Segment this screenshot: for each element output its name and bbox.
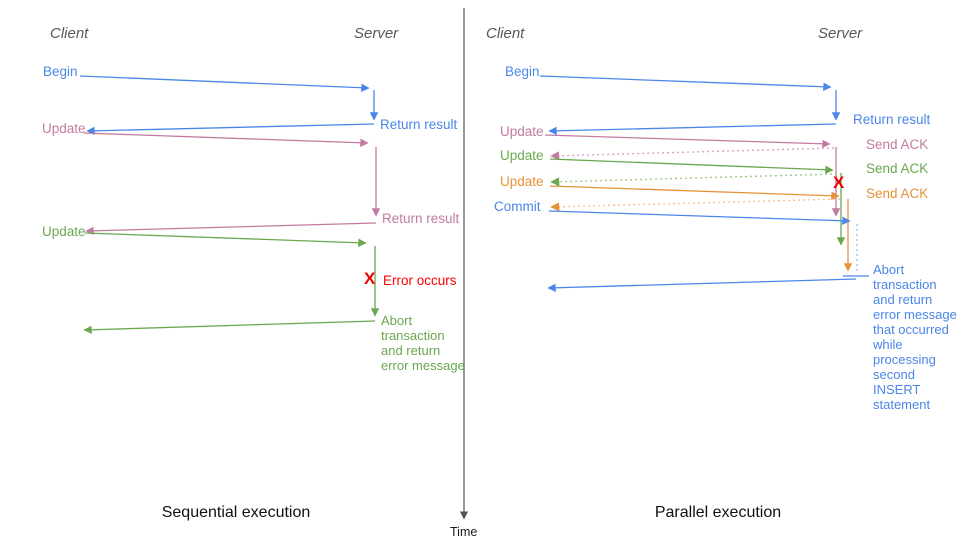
left-diagram-lines — [79, 75, 381, 335]
right-begin-request-line — [539, 75, 832, 91]
left-update-2-label: Update — [42, 224, 86, 239]
left-abort-message: Abort transaction and return error messa… — [381, 313, 465, 373]
right-commit-label: Commit — [494, 199, 541, 214]
right-send-ack-2-label: Send ACK — [866, 161, 929, 176]
right-server-header: Server — [818, 25, 863, 42]
left-update-1-label: Update — [42, 121, 86, 136]
right-return-result-line — [548, 123, 837, 136]
left-begin-label: Begin — [43, 64, 78, 79]
left-return-result-line-2 — [85, 222, 377, 236]
right-begin-label: Begin — [505, 64, 540, 79]
right-send-ack-1-label: Send ACK — [866, 137, 929, 152]
right-ack3-dashed-line — [550, 198, 841, 212]
right-return-result-label: Return result — [853, 112, 931, 127]
right-update2-request-line — [549, 158, 834, 174]
left-abort-return-line — [83, 320, 376, 335]
left-return-result-2-label: Return result — [382, 211, 460, 226]
time-axis-label: Time — [450, 525, 478, 539]
right-client-header: Client — [486, 25, 525, 42]
left-update2-request-line — [84, 232, 367, 247]
left-return-result-line-1 — [86, 123, 375, 136]
right-update1-request-line — [544, 134, 831, 149]
left-return-result-1-label: Return result — [380, 117, 458, 132]
right-abort-message: Abort transaction and return error messa… — [873, 262, 957, 412]
right-update-2-label: Update — [500, 148, 544, 163]
left-error-x-icon: X — [364, 269, 376, 288]
left-diagram-title: Sequential execution — [161, 504, 311, 521]
right-commit-request-line — [548, 210, 851, 225]
right-ack1-dashed-line — [550, 147, 835, 161]
right-update3-request-line — [549, 185, 840, 200]
right-update-3-label: Update — [500, 174, 544, 189]
left-error-occurs-label: Error occurs — [383, 273, 457, 288]
right-ack2-dashed-line — [550, 173, 838, 187]
left-update1-request-line — [83, 132, 369, 147]
left-client-header: Client — [50, 25, 89, 42]
left-server-header: Server — [354, 25, 399, 42]
right-error-x-icon: X — [833, 173, 845, 192]
right-diagram-title: Parallel execution — [654, 504, 782, 521]
right-abort-return-line — [547, 278, 857, 293]
right-update-1-label: Update — [500, 124, 544, 139]
left-begin-request-line — [79, 75, 370, 92]
right-send-ack-3-label: Send ACK — [866, 186, 929, 201]
right-diagram-lines — [539, 75, 869, 293]
